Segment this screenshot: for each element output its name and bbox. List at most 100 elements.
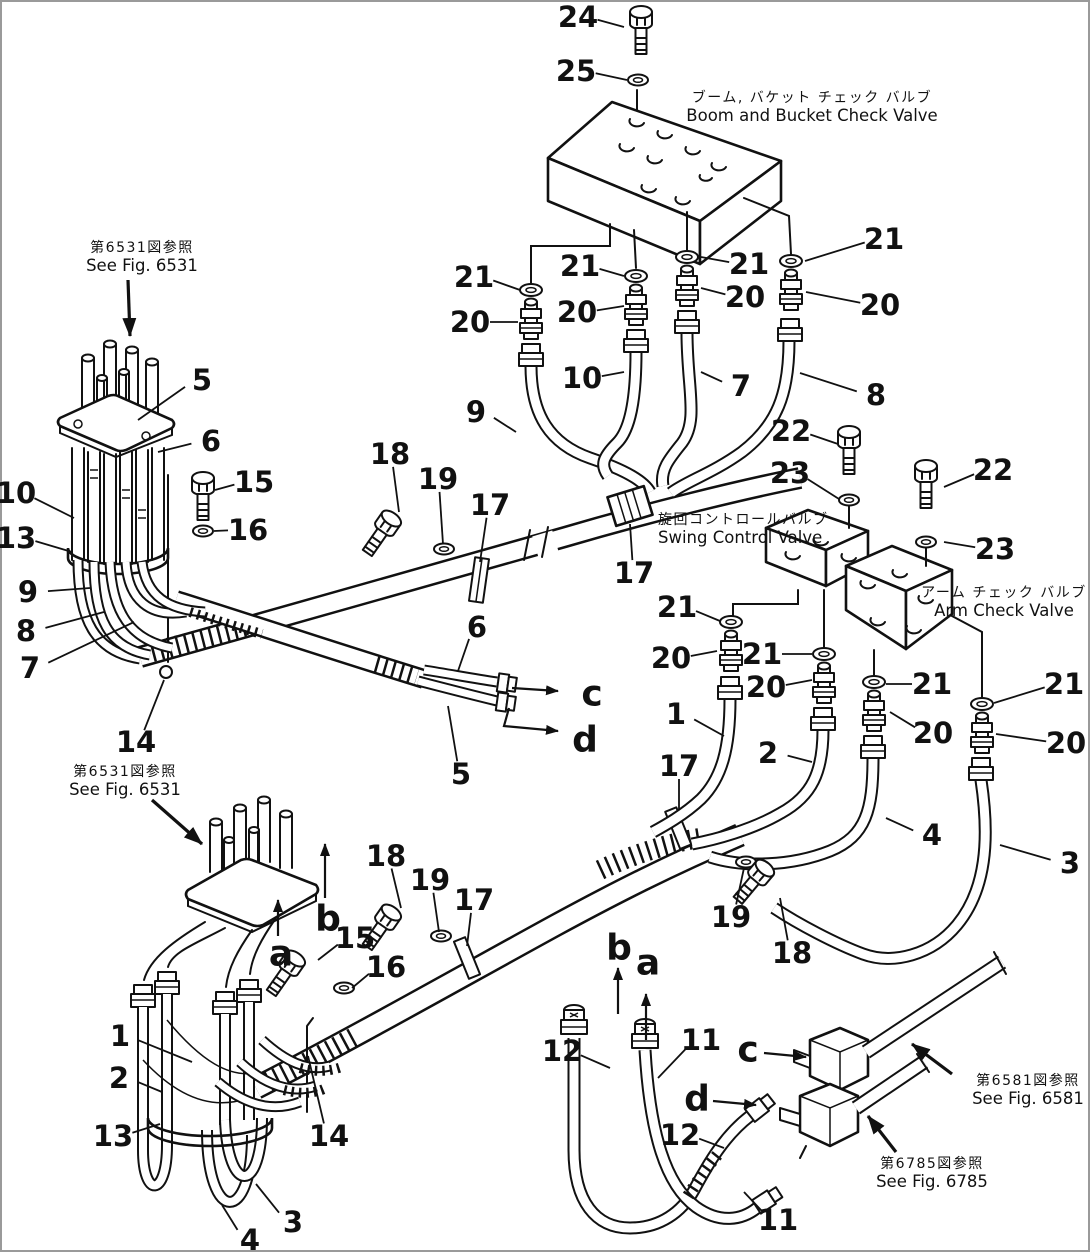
annotation-en: See Fig. 6785 [876, 1172, 988, 1191]
callout-6: 6 [157, 424, 221, 458]
leader-line [807, 478, 840, 500]
annotation-jp: 第6531図参照 [90, 239, 194, 256]
callout-17: 17 [454, 883, 494, 947]
callout-number: 20 [746, 670, 786, 704]
leader-line [351, 973, 370, 989]
callout-22: 22 [943, 453, 1013, 488]
leader-line [33, 497, 75, 519]
lower-flange-plate [184, 857, 320, 928]
callout-number: 18 [772, 936, 812, 970]
arrow [122, 279, 137, 337]
callout-12: 12 [660, 1118, 725, 1152]
callout-number: 7 [20, 651, 40, 685]
callout-number: 11 [758, 1203, 798, 1237]
leader-line [457, 638, 470, 672]
leader-line [785, 679, 813, 686]
leader-line [698, 1137, 725, 1149]
leader-line [438, 491, 444, 545]
callout-number: 9 [466, 395, 486, 429]
upper-left-hose-bundle [56, 339, 264, 679]
leader-line [743, 1191, 764, 1213]
leader-line [255, 1183, 280, 1214]
callout-10: 10 [562, 361, 625, 395]
leader-line [47, 587, 91, 593]
callout-11: 11 [743, 1191, 798, 1237]
callout-number: 1 [110, 1019, 130, 1053]
callout-number: 21 [912, 667, 952, 701]
callout-number: 9 [18, 575, 38, 609]
arrow [150, 798, 204, 846]
callout-19: 19 [410, 863, 450, 933]
callout-number: 10 [0, 476, 36, 510]
callout-number: 20 [557, 295, 597, 329]
callout-18: 18 [772, 897, 812, 970]
leader-line [447, 705, 459, 762]
callout-9: 9 [18, 575, 91, 609]
callout-number: 2 [109, 1061, 129, 1095]
leader-line [595, 72, 628, 81]
callout-14: 14 [116, 679, 165, 759]
callout-number: 8 [866, 378, 886, 412]
callout-4: 4 [885, 817, 942, 852]
callout-19: 19 [711, 867, 751, 934]
callout-number: 20 [1046, 726, 1086, 760]
leader-line [138, 1039, 193, 1063]
callout-24: 24 [558, 0, 625, 34]
leader-line [390, 868, 402, 909]
callout-20: 20 [889, 711, 953, 750]
callout-number: 20 [913, 716, 953, 750]
callout-21: 21 [700, 247, 769, 281]
annotation-jp: ブーム, バケット チェック バルブ [692, 89, 932, 106]
annotation-jp: 第6531図参照 [73, 763, 177, 780]
leader-line [993, 686, 1045, 704]
callout-22: 22 [771, 414, 839, 448]
callout-number: 13 [93, 1119, 133, 1153]
leader-line [657, 1047, 687, 1079]
callout-number: 23 [975, 532, 1015, 566]
leader-line [889, 711, 916, 729]
leader-line [700, 287, 726, 296]
leader-line [307, 1055, 325, 1124]
callout-number: 4 [240, 1223, 260, 1252]
callout-number: 4 [922, 818, 942, 852]
callout-17: 17 [470, 488, 510, 563]
callout-4: 4 [221, 1204, 260, 1252]
leader-line [580, 1054, 611, 1069]
leader-line [466, 912, 472, 947]
leader-line [695, 610, 721, 622]
arrow [502, 707, 559, 735]
callout-number: 10 [562, 361, 602, 395]
leader-line [214, 483, 235, 491]
callout-number: 17 [659, 749, 699, 783]
callout-number: 15 [335, 921, 375, 955]
leader-line [995, 733, 1047, 743]
annotation-jp: アーム チェック バルブ [921, 584, 1087, 601]
flow-letter-c: c [581, 674, 602, 715]
callout-6: 6 [457, 610, 487, 672]
callout-number: 19 [410, 863, 450, 897]
callout-number: 21 [657, 590, 697, 624]
annotation-en: See Fig. 6581 [972, 1089, 1084, 1108]
callout-16: 16 [213, 513, 268, 547]
callout-number: 19 [418, 462, 458, 496]
boom-bucket-check-valve-block [546, 5, 783, 266]
arrow [712, 1098, 757, 1109]
callout-1: 1 [110, 1019, 193, 1063]
callout-20: 20 [557, 295, 625, 329]
leader-line [629, 523, 634, 561]
annotation-en: See Fig. 6531 [86, 256, 198, 275]
leader-line [779, 897, 789, 941]
callout-17: 17 [614, 523, 654, 590]
leader-line [735, 867, 745, 905]
annotation-jp: 第6581図参照 [976, 1072, 1080, 1089]
callout-1: 1 [666, 697, 725, 737]
leader-line [492, 279, 521, 291]
callout-17: 17 [659, 749, 699, 810]
callout-21: 21 [657, 590, 721, 624]
flow-letter-b: b [315, 899, 341, 940]
leader-line [35, 540, 73, 553]
